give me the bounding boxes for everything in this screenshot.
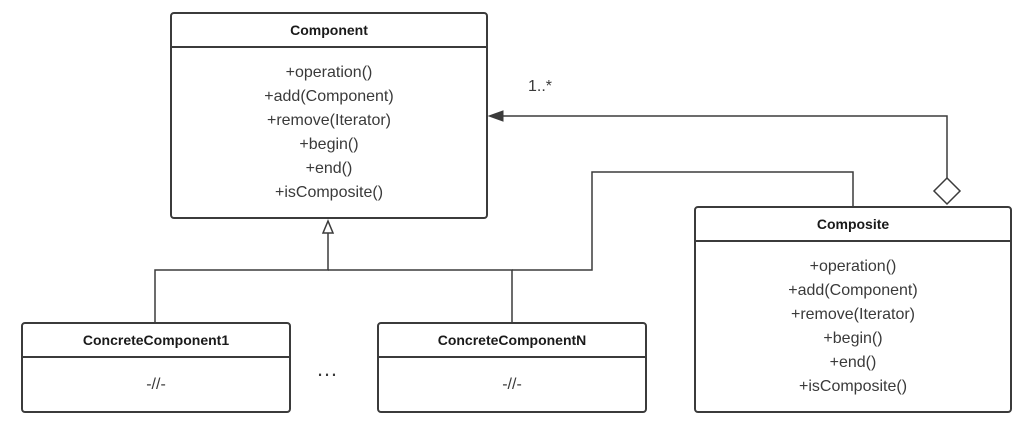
concrete-component-1-class-name: ConcreteComponent1 — [23, 324, 289, 358]
concrete-component-1-body: -//- — [23, 358, 289, 411]
composite-class: Composite +operation() +add(Component) +… — [694, 206, 1012, 413]
concrete-component-1-body-text: -//- — [146, 375, 166, 393]
composite-method: +remove(Iterator) — [790, 306, 916, 323]
composite-method: +begin() — [823, 330, 883, 347]
component-methods: +operation() +add(Component) +remove(Ite… — [172, 48, 486, 217]
composite-method: +add(Component) — [788, 282, 918, 299]
concrete-component-1-class: ConcreteComponent1 -//- — [21, 322, 291, 413]
composite-method: +end() — [829, 354, 877, 371]
generalization-arrowhead-icon — [321, 219, 335, 234]
concrete-component-n-class: ConcreteComponentN -//- — [377, 322, 647, 413]
concrete-component-n-body-text: -//- — [502, 375, 522, 393]
ellipsis-label: … — [316, 356, 339, 381]
composite-class-name: Composite — [696, 208, 1010, 242]
component-method: +operation() — [285, 64, 373, 81]
component-class: Component +operation() +add(Component) +… — [170, 12, 488, 219]
concrete-component-n-body: -//- — [379, 358, 645, 411]
generalization-line-concrete-n — [328, 269, 513, 322]
multiplicity-label: 1..* — [528, 78, 553, 95]
component-method: +isComposite() — [274, 184, 384, 201]
generalization-line-concrete-1 — [154, 233, 329, 322]
component-method: +add(Component) — [264, 88, 394, 105]
component-class-name: Component — [172, 14, 486, 48]
component-method: +end() — [305, 160, 353, 177]
component-method: +begin() — [299, 136, 359, 153]
component-method: +remove(Iterator) — [266, 112, 392, 129]
aggregation-arrowhead-icon — [487, 110, 504, 122]
aggregation-diamond-icon — [932, 176, 962, 206]
generalization-line-composite — [512, 171, 854, 271]
concrete-component-n-class-name: ConcreteComponentN — [379, 324, 645, 358]
aggregation-line — [502, 115, 948, 178]
composite-method: +operation() — [809, 258, 897, 275]
composite-method: +isComposite() — [798, 378, 908, 395]
composite-methods: +operation() +add(Component) +remove(Ite… — [696, 242, 1010, 411]
